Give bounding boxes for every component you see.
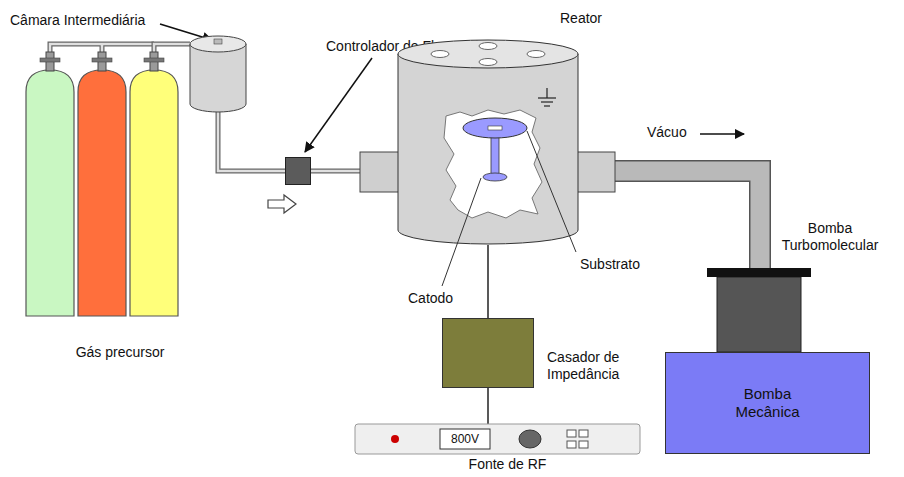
intermediate-chamber-shape [190, 36, 246, 112]
connector-line [615, 171, 760, 268]
connector-line [311, 170, 360, 173]
pipe-wall [615, 171, 760, 268]
turbomolecular-pump-shape [707, 268, 811, 352]
part-label: Substrato [580, 256, 640, 273]
connector-line [487, 388, 489, 424]
reactor-body [398, 54, 578, 244]
cathode-base [483, 173, 507, 181]
chamber-body [190, 44, 246, 112]
cutaway-view [444, 110, 542, 218]
chamber-top [190, 36, 246, 52]
rf-source-panel [355, 424, 640, 454]
pipe-connector [218, 112, 285, 171]
node-label: Reator [560, 10, 602, 27]
node-label: Fonte de RF [365, 456, 650, 473]
panel-button [579, 430, 588, 437]
lid-port [431, 51, 449, 58]
node-label: Câmara Intermediária [10, 12, 145, 29]
rf-wire [488, 388, 489, 424]
reactor-flange [360, 152, 402, 192]
ground-symbol [544, 105, 550, 106]
pipe-connector [154, 44, 190, 52]
lid-port [527, 51, 545, 58]
gas-cylinder [26, 70, 74, 316]
gas-cylinder [78, 70, 126, 316]
chamber-fitting [214, 39, 222, 44]
flow-arrow [268, 195, 296, 213]
pipe-wall [218, 112, 285, 171]
panel-button [567, 430, 576, 437]
node-label: Bomba Mecânica [728, 385, 808, 421]
impedance-matcher: Casador de Impedância [442, 318, 534, 388]
rf-wire [488, 245, 489, 318]
edge-label: Vácuo [645, 124, 689, 141]
gas-cylinders-shape [22, 52, 182, 318]
node-label: Gás precursor [40, 344, 200, 361]
valve-handle [144, 58, 164, 62]
turbo-pump-body [717, 277, 801, 352]
rf-source-shape [355, 424, 640, 454]
display [440, 429, 490, 449]
gas-cylinder [130, 70, 178, 316]
ground-symbol [541, 101, 553, 102]
flow-arrow [700, 133, 744, 135]
pipe-connector [615, 171, 760, 268]
node-label: Casador de Impedância [547, 349, 642, 383]
pipe-wall [154, 44, 190, 52]
turbomolecular-pump: Bomba Turbomolecular [707, 268, 811, 352]
power-led [391, 435, 399, 443]
intermediate-chamber: Câmara Intermediária [190, 36, 246, 112]
substrate-holder [463, 118, 527, 138]
leader-arrow [305, 58, 372, 152]
knob [519, 430, 541, 448]
connector-line [218, 112, 285, 171]
valve-handle [40, 58, 60, 62]
lid-port [479, 43, 497, 50]
reactor: Reator [360, 40, 615, 245]
reactor-lid [398, 40, 578, 68]
reactor-flange [573, 152, 615, 192]
leader-line [527, 131, 576, 252]
leader-line [442, 178, 481, 286]
ground-symbol [546, 88, 547, 98]
gas-cylinders: Gás precursor [22, 52, 182, 318]
display-value: 800V [440, 429, 490, 449]
rf-source: 800VFonte de RF [355, 424, 640, 454]
reactor-shape [360, 40, 615, 245]
pipe-wall [311, 169, 360, 174]
part-label: Catodo [408, 290, 453, 307]
valve-handle [92, 58, 112, 62]
panel-button [579, 441, 588, 448]
lid-port [479, 59, 497, 66]
ground-symbol [538, 97, 556, 98]
connector-line [154, 44, 190, 52]
flow-controller: Controlador de Fluxo Mássico [285, 157, 311, 185]
mechanical-pump: Bomba Mecânica [665, 352, 870, 454]
turbo-pump-flange [707, 268, 811, 277]
substrate [488, 126, 502, 130]
pipe-connector [311, 171, 360, 172]
connector-line [487, 245, 489, 318]
node-label: Bomba Turbomolecular [760, 220, 900, 254]
panel-button [567, 441, 576, 448]
cathode-stem [491, 136, 499, 176]
